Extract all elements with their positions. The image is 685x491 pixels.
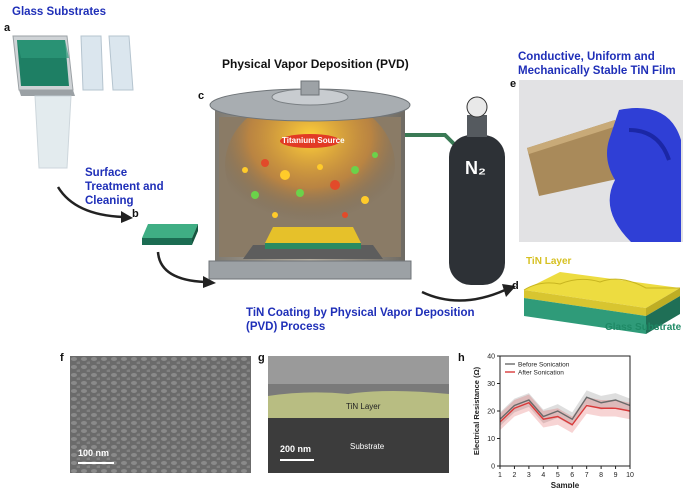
sem-cross-section-image: TiN Layer Substrate 200 nm xyxy=(268,356,449,473)
x-tick-label: 7 xyxy=(585,472,589,479)
x-tick-label: 10 xyxy=(626,472,634,479)
sem-surface-image: 100 nm xyxy=(70,356,251,473)
pvd-chamber-illustration xyxy=(208,80,505,285)
panel-f-letter: f xyxy=(60,352,64,364)
scale-bar-g xyxy=(280,459,314,461)
tin-layer-label: TiN Layer xyxy=(526,256,572,267)
y-tick-label: 10 xyxy=(487,436,495,443)
panel-e-letter: e xyxy=(510,78,517,90)
n2-cylinder-label: N₂ xyxy=(465,158,486,178)
y-tick-label: 20 xyxy=(487,409,495,416)
panel-e-title: Conductive, Uniform and Mechanically Sta… xyxy=(518,51,676,77)
y-tick-label: 30 xyxy=(487,381,495,388)
scale-bar-label-f: 100 nm xyxy=(78,448,110,458)
panel-a-title: Glass Substrates xyxy=(12,6,106,18)
flow-arrow-a-to-b xyxy=(56,186,133,223)
y-tick-label: 40 xyxy=(487,354,495,361)
flow-arrow-b-to-c xyxy=(156,251,216,288)
x-tick-label: 5 xyxy=(556,472,560,479)
y-axis-label: Electrical Resistance (Ω) xyxy=(472,366,481,455)
x-tick-label: 2 xyxy=(512,472,516,479)
substrate-sem-label: Substrate xyxy=(350,442,385,451)
cross-section-layers xyxy=(268,356,449,473)
y-tick-label: 0 xyxy=(491,464,495,471)
panel-c-letter: c xyxy=(198,90,205,102)
series-line-1 xyxy=(499,396,631,421)
x-tick-label: 8 xyxy=(599,472,603,479)
x-tick-label: 4 xyxy=(541,472,545,479)
tin-film-photo xyxy=(519,80,683,242)
surface-treatment-label: Surface Treatment and Cleaning xyxy=(85,167,164,207)
x-tick-label: 9 xyxy=(614,472,618,479)
pvd-title: Physical Vapor Deposition (PVD) xyxy=(222,57,409,71)
x-tick-label: 3 xyxy=(527,472,531,479)
x-axis-label: Sample xyxy=(551,481,580,488)
series-line-2 xyxy=(499,401,631,426)
legend-label-2: After Sonication xyxy=(518,370,564,377)
panel-h-letter: h xyxy=(458,352,465,364)
tin-coating-step-label: TiN Coating by Physical Vapor Deposition… xyxy=(246,307,475,333)
cleaned-glass-slab xyxy=(142,224,198,245)
glass-substrates-illustration xyxy=(12,35,134,169)
panel-d-letter: d xyxy=(512,280,519,292)
glass-substrate-label: Glass Substrate xyxy=(605,322,682,333)
flow-arrow-c-to-d xyxy=(421,284,516,302)
legend-label-1: Before Sonication xyxy=(518,362,570,369)
x-tick-label: 1 xyxy=(498,472,502,479)
panel-a-letter: a xyxy=(4,22,11,34)
scale-bar-f xyxy=(78,462,114,464)
sem-grain-texture xyxy=(70,356,251,473)
panel-g-letter: g xyxy=(258,352,265,364)
series-band-1 xyxy=(500,390,630,427)
titanium-source-label: Titanium Source xyxy=(282,136,345,145)
tin-layer-sem-label: TiN Layer xyxy=(346,402,381,411)
scale-bar-label-g: 200 nm xyxy=(280,444,312,454)
tin-on-glass-3d-model xyxy=(523,272,680,334)
x-tick-label: 6 xyxy=(570,472,574,479)
panel-b-letter: b xyxy=(132,208,139,220)
